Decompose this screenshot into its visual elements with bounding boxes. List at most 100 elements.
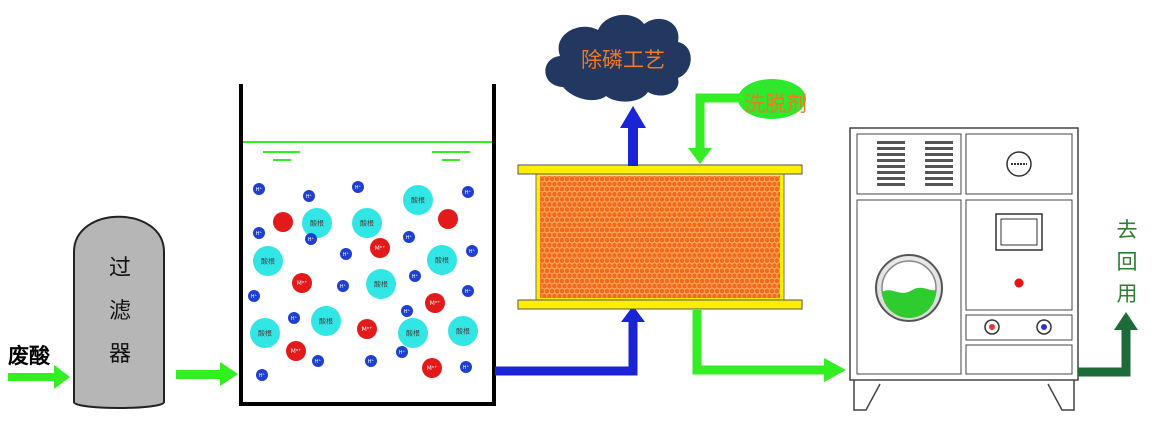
resin-bead [631, 272, 638, 279]
resin-bead [698, 237, 705, 244]
resin-bead [688, 216, 695, 223]
resin-bead [638, 257, 645, 264]
resin-bead [721, 181, 728, 188]
resin-bead [578, 196, 585, 203]
particle-label: H⁺ [291, 316, 298, 322]
resin-bead [718, 176, 725, 183]
resin-bead [728, 277, 735, 284]
resin-bead [728, 186, 735, 193]
resin-bead [681, 272, 688, 279]
resin-bead [656, 191, 663, 198]
resin-bead [568, 227, 575, 234]
resin-bead [713, 196, 720, 203]
resin-bead [631, 191, 638, 198]
resin-bead [716, 221, 723, 228]
resin-bead [681, 252, 688, 259]
resin-bead [633, 237, 640, 244]
resin-bead [576, 181, 583, 188]
resin-bead [773, 288, 780, 295]
resin-bead [746, 191, 753, 198]
h-ion [462, 285, 474, 297]
resin-bead [663, 216, 670, 223]
resin-bead [676, 211, 683, 218]
particle-label: H⁺ [399, 350, 406, 356]
resin-bead [691, 242, 698, 249]
resin-bead [718, 206, 725, 213]
h-ion [248, 290, 260, 302]
resin-bead [711, 252, 718, 259]
resin-bead [721, 211, 728, 218]
resin-bead [758, 176, 765, 183]
resin-bead [548, 216, 555, 223]
resin-bead [616, 262, 623, 269]
resin-bead [653, 288, 660, 295]
resin-bead [681, 181, 688, 188]
resin-bead [706, 252, 713, 259]
resin-bead [636, 272, 643, 279]
resin-bead [551, 232, 558, 239]
resin-bead [636, 283, 643, 290]
resin-bead [616, 191, 623, 198]
resin-bead [653, 196, 660, 203]
resin-bead [608, 247, 615, 254]
particle-label: 酸根 [261, 256, 275, 265]
resin-bead [586, 232, 593, 239]
resin-bead [658, 216, 665, 223]
resin-bead [561, 181, 568, 188]
resin-bead [683, 288, 690, 295]
resin-bead [728, 267, 735, 274]
resin-bead [753, 257, 760, 264]
particle-label: H⁺ [256, 231, 263, 237]
metal-ion [292, 273, 312, 293]
resin-bead [771, 252, 778, 259]
resin-bead [661, 181, 668, 188]
resin-bead [541, 242, 548, 249]
resin-bead [726, 262, 733, 269]
resin-bead [563, 288, 570, 295]
resin-bead [616, 201, 623, 208]
resin-bead [561, 272, 568, 279]
metal-ion [425, 293, 445, 313]
resin-bead [721, 232, 728, 239]
resin-bead [683, 237, 690, 244]
resin-bead [576, 252, 583, 259]
resin-bead [756, 272, 763, 279]
resin-bead [698, 288, 705, 295]
resin-bead [763, 257, 770, 264]
resin-bead [718, 288, 725, 295]
resin-bead [593, 206, 600, 213]
resin-bead [663, 288, 670, 295]
resin-bead [611, 201, 618, 208]
resin-bead [688, 247, 695, 254]
resin-bead [771, 242, 778, 249]
resin-bead [603, 196, 610, 203]
resin-bead [753, 216, 760, 223]
resin-bead [601, 211, 608, 218]
resin-bead [648, 277, 655, 284]
resin-bead [678, 206, 685, 213]
resin-bead [651, 252, 658, 259]
resin-bead [568, 186, 575, 193]
resin-bead [618, 257, 625, 264]
resin-bead [633, 176, 640, 183]
resin-bead [688, 237, 695, 244]
particle-label: H⁺ [412, 274, 419, 280]
resin-bead [561, 221, 568, 228]
resin-bead [643, 247, 650, 254]
resin-bead [601, 283, 608, 290]
particle-label: H⁺ [308, 237, 315, 243]
resin-bead [618, 288, 625, 295]
resin-bead [698, 206, 705, 213]
resin-bead [563, 216, 570, 223]
resin-bead [768, 257, 775, 264]
resin-bead [646, 211, 653, 218]
resin-bead [573, 186, 580, 193]
resin-bead [773, 186, 780, 193]
resin-bead [681, 191, 688, 198]
resin-bead [673, 196, 680, 203]
resin-bead [658, 247, 665, 254]
resin-bead [696, 283, 703, 290]
resin-bead [626, 211, 633, 218]
resin-bead [723, 186, 730, 193]
resin-bead [721, 272, 728, 279]
